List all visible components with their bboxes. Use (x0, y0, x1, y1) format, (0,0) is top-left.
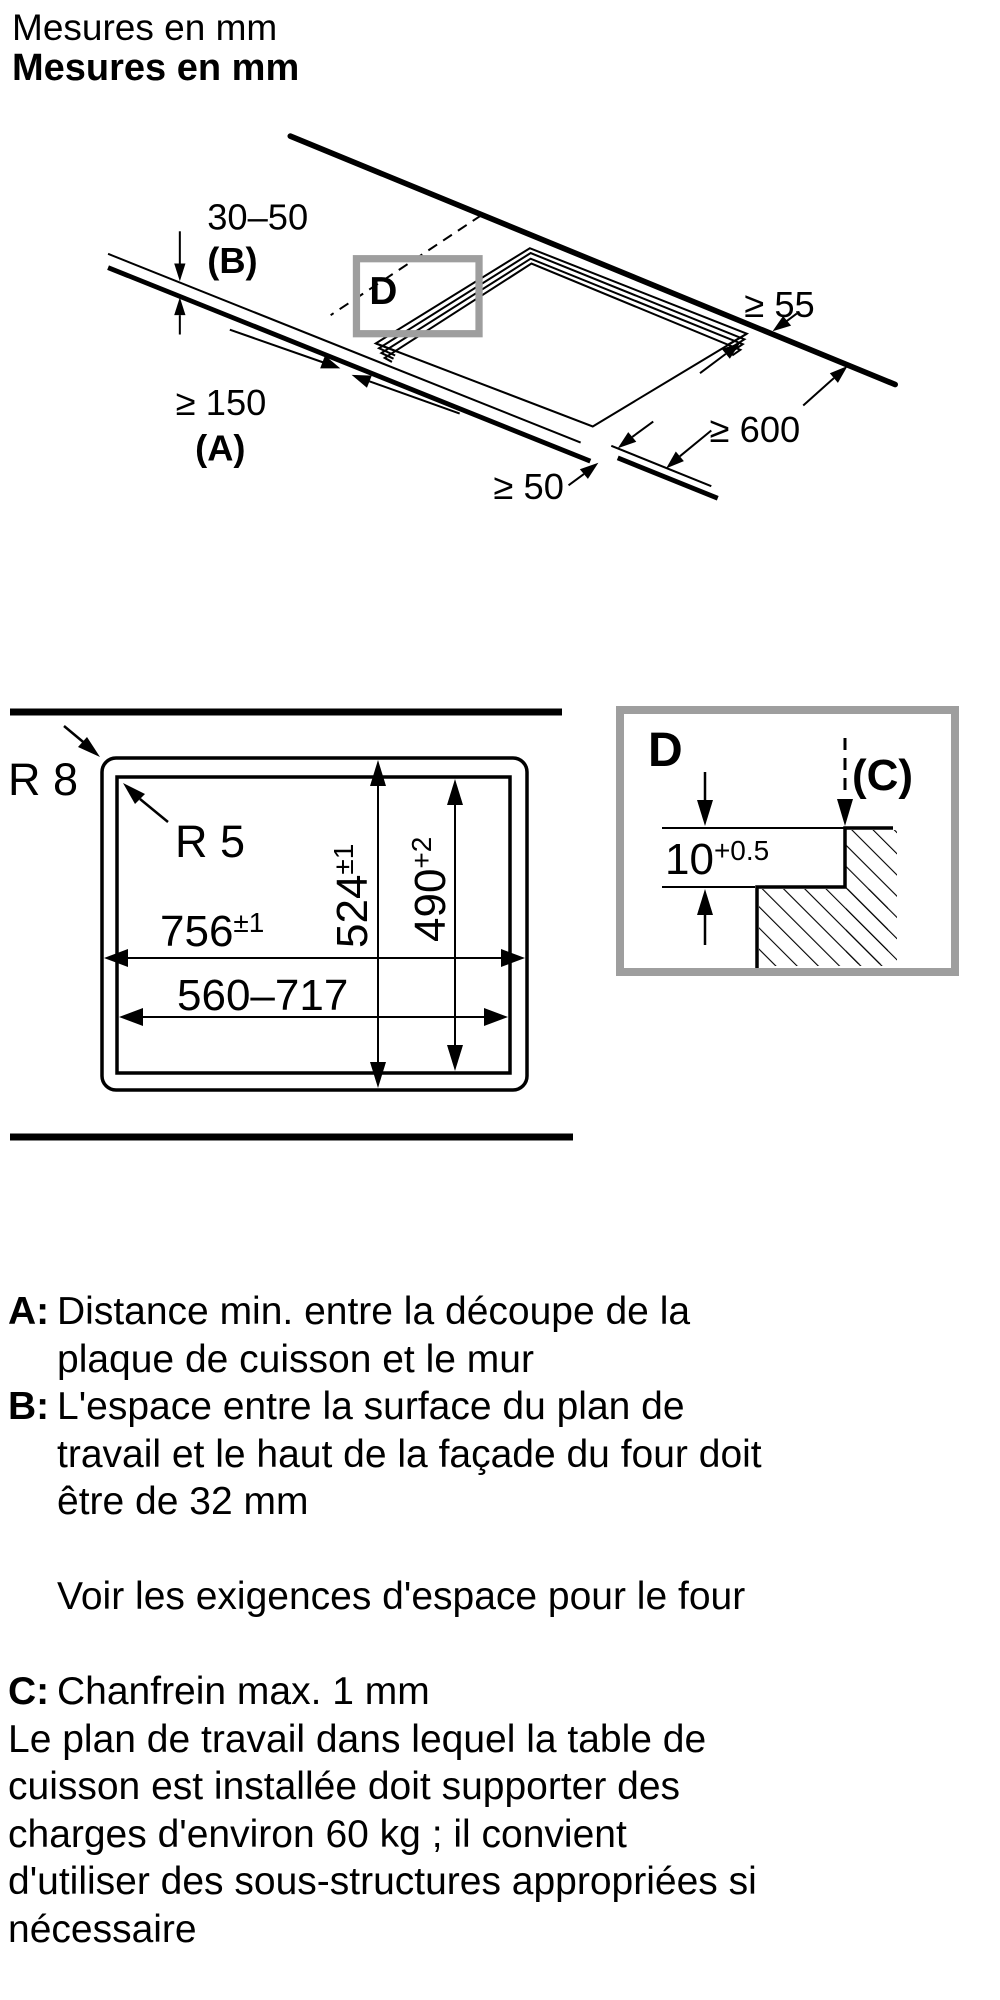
legend-b-line: L'espace entre la surface du plan de (57, 1385, 685, 1428)
cutout-outer-rect (100, 756, 529, 1092)
detail-d-callout-label: D (369, 270, 397, 313)
rebate-depth-arrows (662, 772, 845, 945)
legend-paragraph-line: nécessaire (8, 1907, 197, 1951)
legend-a-line: plaque de cuisson et le mur (57, 1337, 534, 1381)
dimension-600-arrows (666, 365, 848, 469)
legend-a-line: Distance min. entre la découpe de la (57, 1290, 691, 1333)
legend-key-c: C: (8, 1670, 50, 1713)
legend-note-text: Voir les exigences d'espace pour le four (57, 1575, 746, 1618)
detail-d-label: D (648, 724, 683, 777)
dimension-560-717-label: 560–717 (177, 971, 348, 1020)
legend-spacer (8, 1526, 978, 1574)
cutout-opening (373, 247, 750, 428)
radius-r5-arrow (123, 783, 169, 823)
dimension-490 (447, 779, 463, 1071)
dimension-600-value: ≥ 600 (710, 409, 801, 450)
dimension-524 (370, 760, 386, 1088)
dimension-524-label: 524±1 (328, 844, 377, 948)
perspective-installation-diagram: D 30–50 (B) ≥ 150 (A) ≥ 55 ≥ 600 ≥ 50 (107, 133, 898, 507)
dimension-50-value: ≥ 50 (494, 466, 564, 507)
chamfer-c-arrow (837, 738, 853, 826)
worktop-section-profile (755, 826, 893, 968)
worktop-front-edge (107, 252, 719, 501)
wall-edge-line (287, 133, 898, 388)
legend-b-line: travail et le haut de la façade du four … (57, 1432, 762, 1476)
legend-c-line: Chanfrein max. 1 mm (57, 1670, 430, 1713)
dimension-b-arrows (174, 231, 186, 335)
legend-b-line: être de 32 mm (57, 1480, 309, 1523)
dimension-560-717 (119, 1008, 508, 1026)
legend: A: Distance min. entre la découpe de la … (8, 1288, 978, 1953)
dimension-b-value: 30–50 (207, 197, 308, 238)
legend-paragraph-line: cuisson est installée doit supporter des (8, 1765, 681, 1808)
radius-r8-label: R 8 (8, 754, 78, 805)
legend-item-a: A: Distance min. entre la découpe de la … (8, 1288, 978, 1383)
dimension-55-arrows (699, 312, 798, 375)
title-regular: Mesures en mm (12, 7, 278, 48)
detail-d-frame (616, 706, 959, 976)
dimension-490-label: 490+2 (406, 837, 455, 942)
dimension-a-arrows (229, 328, 461, 415)
chamfer-c-ref-label: (C) (852, 751, 913, 800)
radius-r5-label: R 5 (175, 816, 245, 867)
dimension-a-ref: (A) (195, 427, 245, 468)
legend-key-b: B: (8, 1385, 50, 1428)
rebate-depth-label: 10+0.5 (665, 835, 769, 884)
dimension-b-ref: (B) (207, 240, 257, 281)
detail-d-callout-frame (352, 255, 483, 338)
legend-item-c: C: Chanfrein max. 1 mm (8, 1668, 978, 1716)
dimension-55-value: ≥ 55 (744, 284, 814, 325)
legend-paragraph-line: Le plan de travail dans lequel la table … (8, 1717, 707, 1761)
dimension-756-label: 756±1 (160, 907, 264, 956)
dimension-50-arrows (567, 420, 654, 487)
title-bold: Mesures en mm (12, 47, 300, 89)
legend-note: Voir les exigences d'espace pour le four (8, 1573, 978, 1621)
radius-r8-arrow (63, 725, 100, 757)
section-hatch-lower (759, 889, 888, 966)
legend-paragraph-line: d'utiliser des sous-structures approprié… (8, 1860, 757, 1903)
page-title: Mesures en mm Mesures en mm (12, 7, 300, 89)
cutout-inner-rect (115, 775, 512, 1075)
dimension-a-value: ≥ 150 (176, 382, 267, 423)
cutout-plan-view-diagram: R 8 R 5 524±1 490+2 756±1 560–717 D (C) (8, 706, 959, 1141)
legend-key-a: A: (8, 1290, 50, 1333)
dimension-756 (104, 949, 525, 967)
legend-paragraph-line: charges d'environ 60 kg ; il convient (8, 1812, 627, 1856)
legend-paragraph: Le plan de travail dans lequel la table … (8, 1716, 978, 1954)
legend-spacer (8, 1621, 978, 1669)
legend-item-b: B: L'espace entre la surface du plan de … (8, 1383, 978, 1526)
